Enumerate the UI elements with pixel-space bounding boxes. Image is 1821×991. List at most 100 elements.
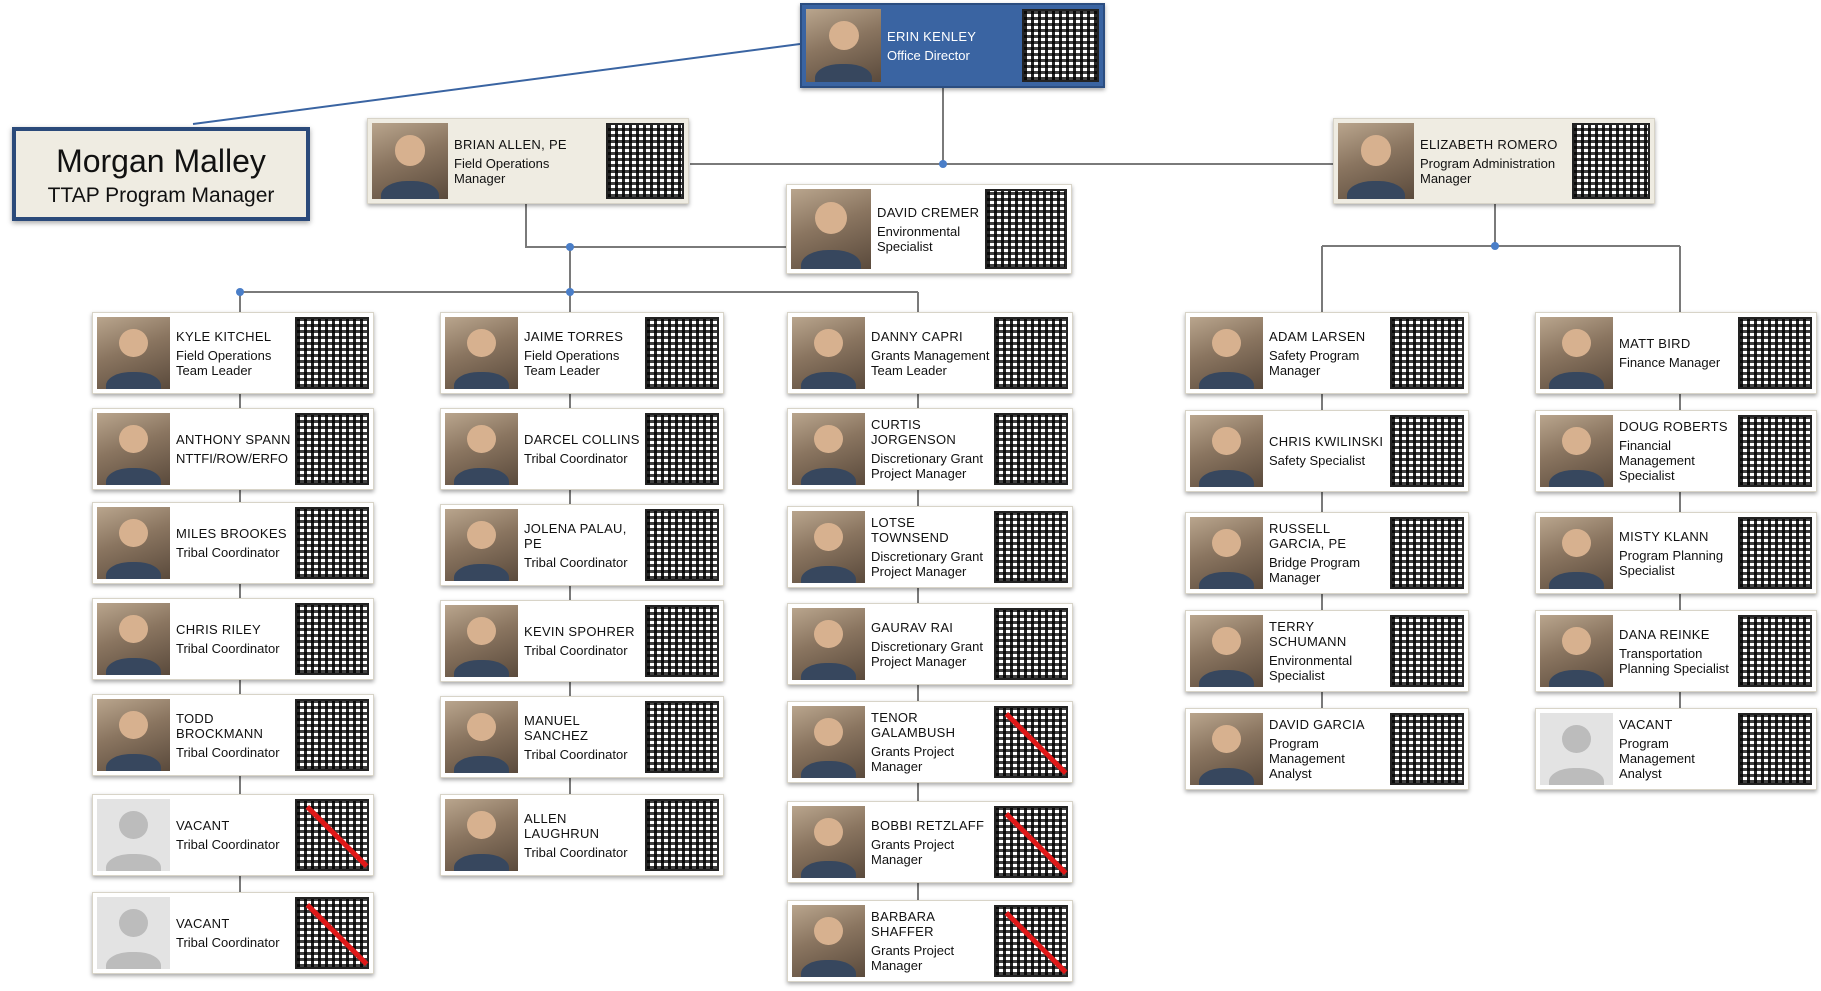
qr-code-icon[interactable] <box>295 317 369 389</box>
person-title: Safety Program Manager <box>1269 347 1360 378</box>
qr-code-icon[interactable] <box>994 511 1068 583</box>
person-title: Program Management Analyst <box>1619 736 1695 781</box>
qr-code-icon[interactable] <box>985 189 1067 269</box>
person-photo-icon <box>792 413 865 485</box>
person-title: Finance Manager <box>1619 355 1721 370</box>
person-name: TERRY SCHUMANN <box>1269 619 1347 649</box>
person-photo-icon <box>792 806 865 878</box>
person-title: Field Operations Team Leader <box>524 347 620 378</box>
person-name: DANNY CAPRI <box>871 328 963 344</box>
qr-code-icon[interactable] <box>645 701 719 773</box>
person-title: Discretionary Grant Project Manager <box>871 451 983 481</box>
qr-code-icon[interactable] <box>1738 415 1812 487</box>
crossed-out-qr-code-icon[interactable] <box>295 799 369 871</box>
qr-code-icon[interactable] <box>295 603 369 675</box>
qr-code-icon[interactable] <box>1390 517 1464 589</box>
person-photo-icon <box>1540 615 1613 687</box>
person-name: KYLE KITCHEL <box>176 328 272 344</box>
person-name: VACANT <box>176 818 230 833</box>
person-silhouette-icon <box>97 897 170 969</box>
card-text: ADAM LARSEN Safety Program Manager <box>1269 317 1388 389</box>
person-photo-icon <box>806 9 881 82</box>
qr-code-icon[interactable] <box>1390 713 1464 785</box>
qr-code-icon[interactable] <box>1738 615 1812 687</box>
person-name: CHRIS RILEY <box>176 622 261 637</box>
qr-code-icon[interactable] <box>295 413 369 485</box>
crossed-out-qr-code-icon[interactable] <box>295 897 369 969</box>
person-title: Program Planning Specialist <box>1619 547 1724 578</box>
qr-code-icon[interactable] <box>1390 317 1464 389</box>
person-title: Transportation Planning Specialist <box>1619 645 1729 676</box>
person-title: Tribal Coordinator <box>524 643 628 658</box>
person-name: BARBARA SHAFFER <box>871 909 935 939</box>
qr-code-icon[interactable] <box>1572 123 1650 199</box>
person-photo-icon <box>1190 713 1263 785</box>
person-title: Tribal Coordinator <box>176 935 280 950</box>
person-title: NTTFI/ROW/ERFO <box>176 451 288 466</box>
person-name: CURTIS JORGENSON <box>871 417 957 447</box>
person-title: Tribal Coordinator <box>524 451 628 466</box>
qr-code-icon[interactable] <box>994 608 1068 680</box>
qr-code-icon[interactable] <box>645 413 719 485</box>
person-card: BARBARA SHAFFER Grants Project Manager <box>787 900 1073 982</box>
person-title: Field Operations Team Leader <box>176 347 272 378</box>
person-title: Tribal Coordinator <box>176 641 280 656</box>
card-text: BARBARA SHAFFER Grants Project Manager <box>871 905 992 977</box>
qr-code-icon[interactable] <box>994 317 1068 389</box>
person-title: Grants Project Manager <box>871 744 955 774</box>
person-name: ERIN KENLEY <box>887 28 977 44</box>
person-photo-icon <box>372 123 448 199</box>
qr-code-icon[interactable] <box>645 605 719 677</box>
person-photo-icon <box>792 608 865 680</box>
person-title: Grants Project Manager <box>871 836 955 867</box>
qr-code-icon[interactable] <box>1390 615 1464 687</box>
card-text: CHRIS RILEY Tribal Coordinator <box>176 603 293 675</box>
crossed-out-qr-code-icon[interactable] <box>994 706 1068 778</box>
qr-code-icon[interactable] <box>295 507 369 579</box>
person-card: GAURAV RAI Discretionary Grant Project Ma… <box>787 603 1073 685</box>
person-card: KYLE KITCHEL Field Operations Team Leader <box>92 312 374 394</box>
person-name: GAURAV RAI <box>871 619 954 635</box>
person-name: KEVIN SPOHRER <box>524 624 635 639</box>
qr-code-icon[interactable] <box>1022 9 1099 82</box>
qr-code-icon[interactable] <box>645 317 719 389</box>
person-name: DANA REINKE <box>1619 626 1710 642</box>
person-title: Grants Project Manager <box>871 943 955 973</box>
person-name: ADAM LARSEN <box>1269 328 1366 344</box>
qr-code-icon[interactable] <box>1390 415 1464 487</box>
person-name: MANUEL SANCHEZ <box>524 712 589 743</box>
card-text: CURTIS JORGENSON Discretionary Grant Proj… <box>871 413 992 485</box>
qr-code-icon[interactable] <box>295 699 369 771</box>
card-text: DANA REINKE Transportation Planning Speci… <box>1619 615 1736 687</box>
person-photo-icon <box>792 905 865 977</box>
person-silhouette-icon <box>1540 713 1613 785</box>
person-name: BRIAN ALLEN, PE <box>454 136 567 152</box>
qr-code-icon[interactable] <box>645 509 719 581</box>
qr-code-icon[interactable] <box>645 799 719 871</box>
person-title: Discretionary Grant Project Manager <box>871 638 983 669</box>
qr-code-icon[interactable] <box>1738 517 1812 589</box>
qr-code-icon[interactable] <box>994 413 1068 485</box>
person-name: JAIME TORRES <box>524 328 624 344</box>
qr-code-icon[interactable] <box>606 123 684 199</box>
crossed-out-qr-code-icon[interactable] <box>994 806 1068 878</box>
qr-code-icon[interactable] <box>1738 713 1812 785</box>
person-name: DOUG ROBERTS <box>1619 419 1728 434</box>
crossed-out-qr-code-icon[interactable] <box>994 905 1068 977</box>
qr-code-icon[interactable] <box>1738 317 1812 389</box>
card-text: KEVIN SPOHRER Tribal Coordinator <box>524 605 643 677</box>
